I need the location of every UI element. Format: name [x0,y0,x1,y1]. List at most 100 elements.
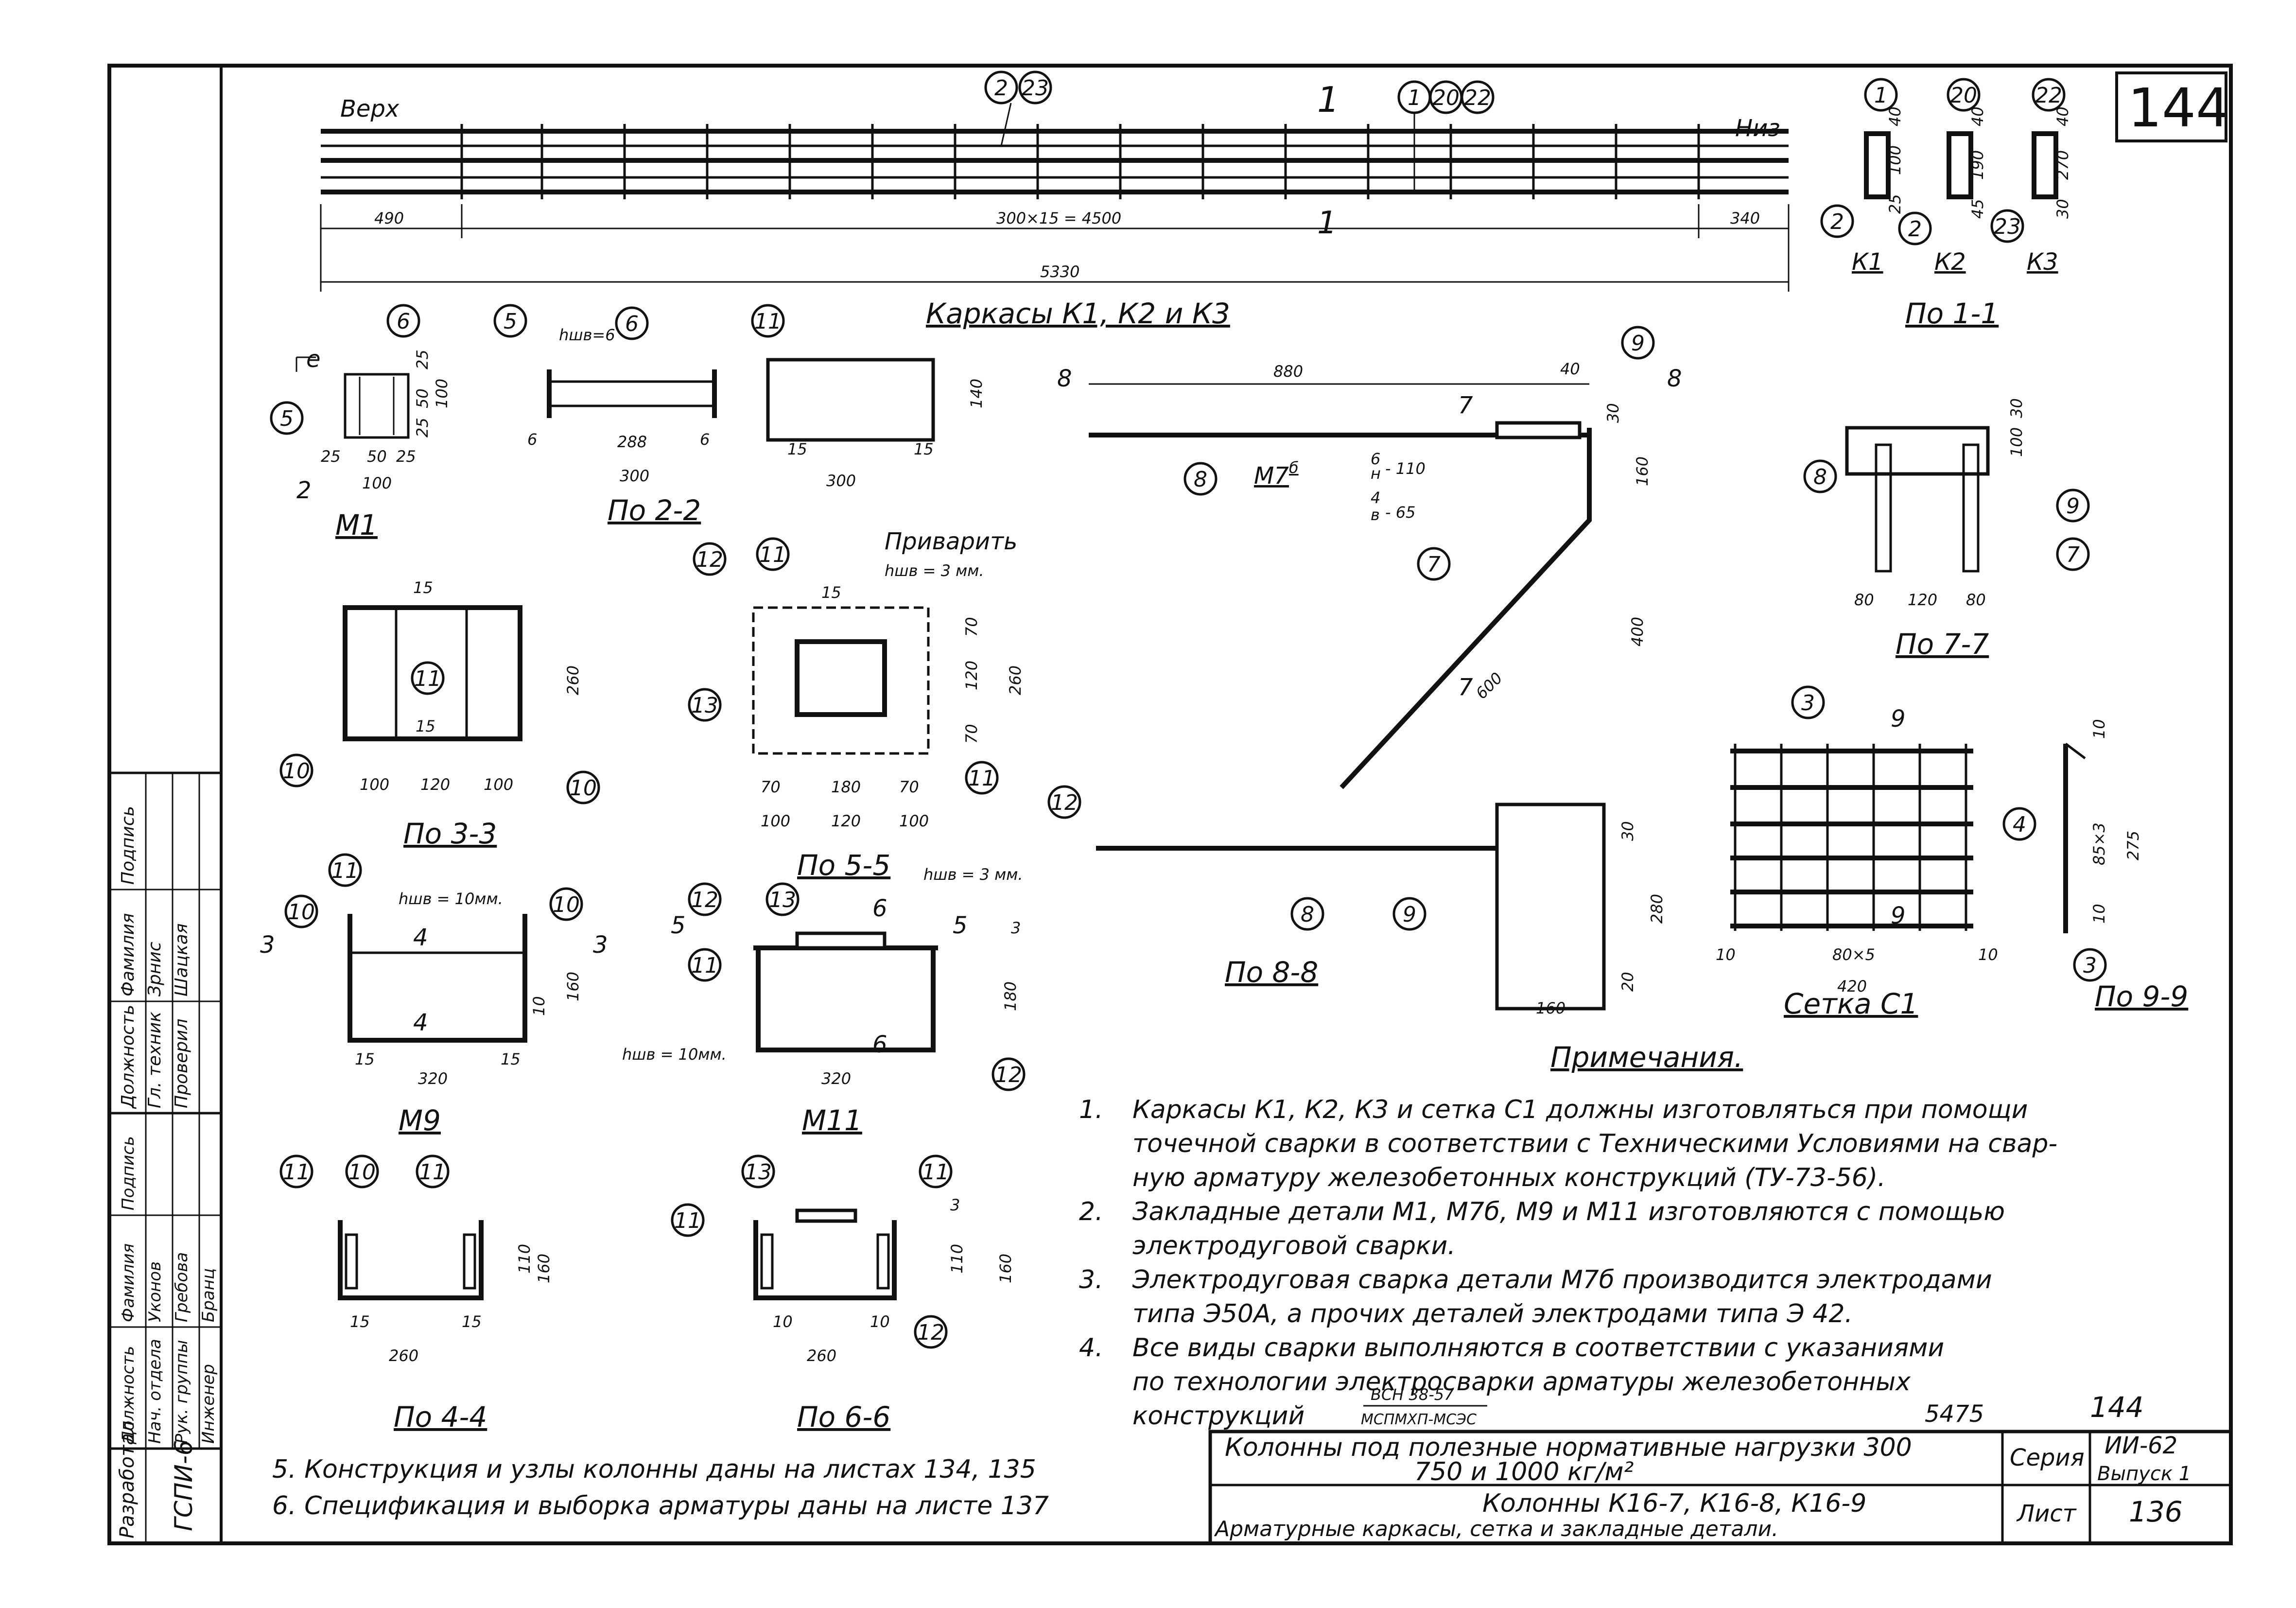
svg-text:8: 8 [1301,902,1314,927]
svg-text:300: 300 [826,472,856,490]
svg-text:270: 270 [2053,150,2072,180]
svg-text:9: 9 [2066,494,2080,519]
svg-text:11: 11 [968,766,995,791]
s22-title: По 2-2 [608,494,701,527]
svg-text:15: 15 [350,1312,370,1331]
stamp-top-col5: Зрнис [145,942,165,996]
svg-text:6: 6 [872,1031,887,1058]
svg-text:15: 15 [413,578,433,597]
tb-seria-value: ИИ-62 [2105,1432,2177,1459]
note-5: 5. Конструкция и узлы колонны даны на ли… [272,1455,1036,1484]
svg-text:120: 120 [831,812,861,830]
svg-text:11: 11 [691,953,718,978]
side-stamp: Должность Гл. техник Проверил Фамилия Зр… [109,771,221,1543]
svg-text:120: 120 [1908,591,1937,609]
svg-text:5: 5 [671,912,686,939]
stamp-bot-col3: Рук. группы [172,1340,191,1444]
svg-text:160: 160 [996,1254,1015,1283]
stamp-top-col4: Фамилия [118,913,138,996]
svg-text:10: 10 [1716,945,1736,964]
svg-text:180: 180 [831,778,861,796]
sheet-number-small: 144 [2090,1391,2144,1424]
top-view-karkasy: Верх Низ 1 490 300×15 = 4500 340 1 5330 … [320,70,1790,330]
svg-text:10: 10 [570,776,597,801]
svg-text:260: 260 [1006,665,1025,695]
svg-text:10: 10 [553,892,580,917]
stamp-bot-col4: Инженер [199,1364,218,1444]
svg-text:9: 9 [1403,902,1416,927]
svg-text:25: 25 [396,447,416,466]
svg-text:280: 280 [1648,894,1666,924]
svg-text:190: 190 [1968,150,1987,180]
svg-text:4: 4 [413,924,428,951]
svg-text:6: 6 [700,430,710,449]
svg-text:15: 15 [787,440,807,458]
stamp-top-col6: Шацкая [172,923,191,996]
section-7-7: 8 9 7 30 100 80 120 80 По 7-7 [1803,398,2090,661]
s44-title: По 4-4 [394,1400,487,1433]
svg-text:45: 45 [1968,199,1987,219]
svg-text:160: 160 [535,1254,553,1283]
svg-text:5: 5 [280,406,294,431]
svg-text:1: 1 [1874,83,1888,108]
s77-title: По 7-7 [1896,628,1989,661]
svg-text:25: 25 [413,350,432,369]
svg-text:100: 100 [899,812,929,830]
svg-text:10: 10 [773,1312,793,1331]
svg-text:100: 100 [433,379,451,408]
svg-text:30: 30 [1618,821,1637,841]
note-1-line1: Каркасы К1, К2, К3 и сетка С1 должны изг… [1132,1095,2028,1124]
svg-text:hшв = 10мм.: hшв = 10мм. [399,890,503,908]
top-verh: Верх [340,95,400,122]
stamp-code: ГСПИ-6 [170,1440,198,1531]
top-dim-center: 300×15 = 4500 [996,209,1121,227]
svg-text:100: 100 [761,812,790,830]
svg-text:hшв = 3 мм.: hшв = 3 мм. [923,865,1023,884]
s66-title: По 6-6 [797,1400,890,1433]
s55-title: По 5-5 [797,849,890,882]
svg-text:40: 40 [2053,106,2072,126]
svg-text:70: 70 [761,778,781,796]
svg-text:10: 10 [1978,945,1998,964]
svg-text:6: 6 [397,309,410,334]
svg-text:160: 160 [564,972,582,1001]
svg-text:7: 7 [2066,542,2080,567]
tb-line2: 750 и 1000 кг/м² [1414,1457,1634,1486]
svg-text:11: 11 [283,1160,310,1185]
svg-text:13: 13 [745,1160,772,1185]
svg-text:70: 70 [962,617,981,637]
svg-text:12: 12 [1051,790,1078,815]
svg-text:110: 110 [515,1244,534,1274]
svg-text:40: 40 [1968,106,1987,126]
svg-text:3: 3 [1011,919,1021,937]
svg-text:880: 880 [1273,362,1303,381]
svg-text:в: в [1371,506,1380,524]
section-1-1: 40 100 25 40 190 45 40 270 30 1 20 22 2 … [1820,78,2072,330]
svg-text:15: 15 [501,1050,521,1068]
svg-text:7: 7 [1458,674,1473,701]
s88-title: По 8-8 [1225,956,1318,989]
svg-text:23: 23 [1022,76,1049,101]
notes: Примечания. 1. Каркасы К1, К2, К3 и сетк… [272,1041,2144,1521]
svg-text:4: 4 [1371,489,1380,507]
detail-m1: е 2 6 5 25 50 25 100 25 50 25 100 М1 [270,304,451,542]
top-section-mark-2: 1 [1317,205,1337,241]
top-dim-total: 5330 [1040,262,1079,281]
svg-text:100: 100 [362,474,392,492]
svg-text:50: 50 [413,388,432,408]
svg-text:11: 11 [674,1208,701,1233]
svg-text:160: 160 [1633,456,1652,486]
svg-text:10: 10 [530,996,548,1016]
svg-text:50: 50 [367,447,387,466]
section-9-9: 3 10 85×3 275 10 По 9-9 [2063,719,2188,1013]
svg-text:н: н [1371,464,1381,483]
svg-text:3: 3 [950,1196,960,1214]
top-section-mark: 1 [1317,79,1339,120]
svg-text:Приварить: Приварить [885,528,1017,555]
svg-text:11: 11 [414,666,441,691]
top-dim-left: 490 [374,209,404,227]
svg-text:5: 5 [953,912,968,939]
svg-text:23: 23 [1994,214,2021,239]
top-title: Каркасы К1, К2 и К3 [926,297,1230,330]
title-block: Колонны под полезные нормативные нагрузк… [1208,1430,2233,1545]
